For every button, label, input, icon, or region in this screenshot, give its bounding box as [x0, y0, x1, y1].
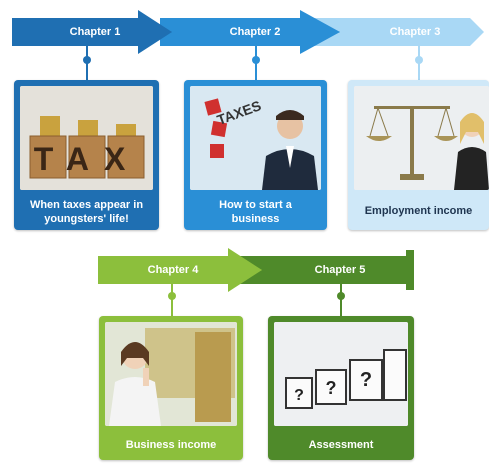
chapter-1-dot — [83, 56, 91, 64]
tax-blocks-image: TAX — [20, 86, 153, 190]
tax-blocks-text: TAX — [34, 141, 141, 177]
chapter-5-dot — [337, 292, 345, 300]
question-mark-2: ? — [326, 378, 337, 398]
chapter-3-dot — [415, 56, 423, 64]
chapter-2-dot — [252, 56, 260, 64]
chapter-4-caption: Business income — [125, 439, 217, 451]
chapter-5-connector — [340, 284, 342, 318]
businessman-taxes-image: TAXES — [190, 86, 321, 190]
chapter-3-label[interactable]: Chapter 3 — [389, 26, 441, 38]
computer-screens-question-image: ? ? ? — [274, 322, 408, 426]
scales-woman-image — [354, 86, 489, 190]
chapter-2-card[interactable]: TAXES How to start a business — [184, 80, 327, 230]
chapter-2-caption: How to start a business — [219, 199, 292, 225]
bottom-timeline-arrows — [98, 248, 414, 292]
chapter-4-dot — [168, 292, 176, 300]
chapter-3-card[interactable]: Employment income — [348, 80, 489, 230]
chapter-3-caption: Employment income — [364, 205, 473, 217]
chapter-2-label[interactable]: Chapter 2 — [229, 26, 281, 38]
chapter-5-label[interactable]: Chapter 5 — [314, 264, 366, 276]
woman-thinking-money-image — [105, 322, 237, 426]
chapter-4-label[interactable]: Chapter 4 — [147, 264, 199, 276]
chapter-1-card[interactable]: TAX When taxes appear in youngsters' lif… — [14, 80, 159, 230]
chapter-1-label[interactable]: Chapter 1 — [69, 26, 121, 38]
chapter-4-connector — [171, 284, 173, 318]
chapter-4-card[interactable]: Business income — [99, 316, 243, 460]
chapter-5-caption: Assessment — [308, 439, 374, 451]
chapter-5-card[interactable]: ? ? ? Assessment — [268, 316, 414, 460]
top-timeline-arrows — [12, 10, 484, 54]
question-mark-3: ? — [360, 369, 372, 391]
chapter-1-caption: When taxes appear in youngsters' life! — [29, 199, 144, 225]
question-mark-1: ? — [294, 387, 304, 404]
